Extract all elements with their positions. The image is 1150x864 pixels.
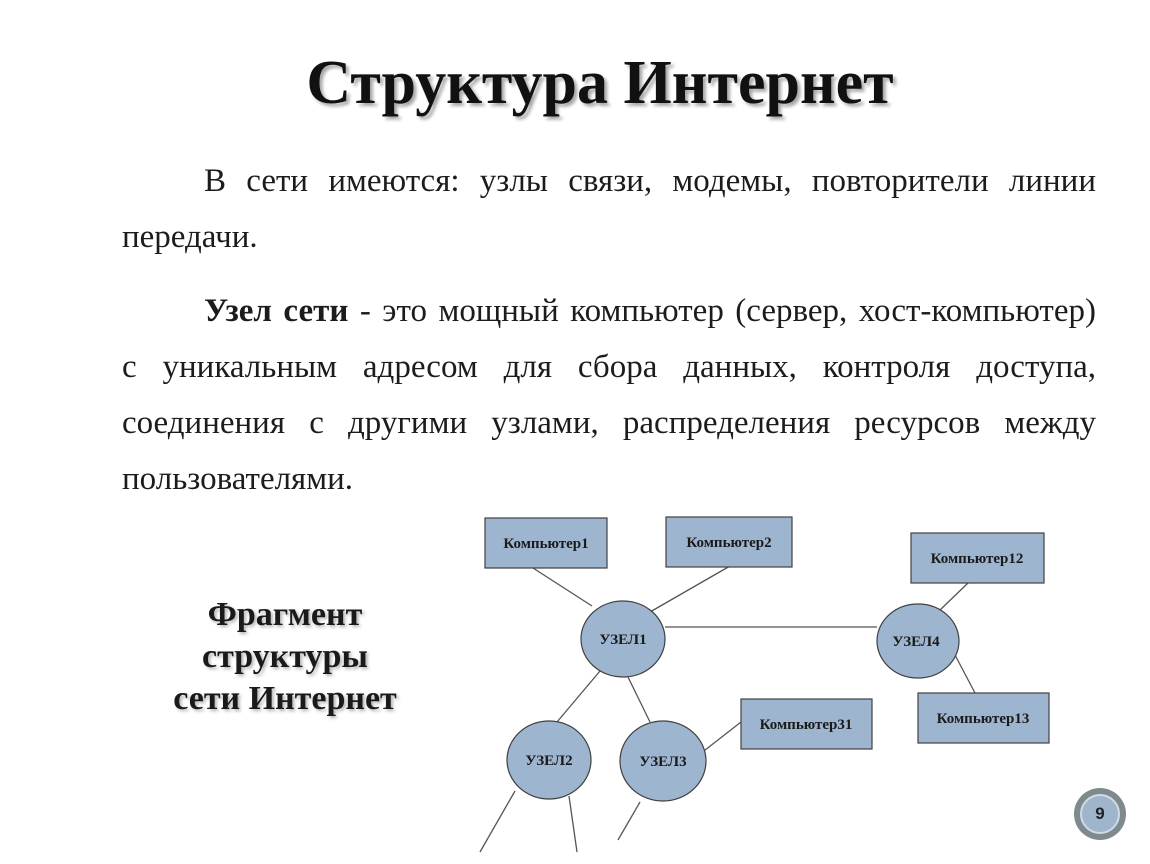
slide-title: Структура Интернет [306, 49, 894, 117]
node-2: УЗЕЛ2 [506, 720, 592, 800]
page-number: 9 [1080, 794, 1120, 834]
caption-line-1: Фрагмент [207, 596, 363, 633]
paragraph-equipment: В сети имеются: узлы связи, модемы, повт… [122, 163, 1096, 255]
link-n2-out-1 [479, 790, 516, 853]
diagram-caption: Фрагмент структуры сети Интернет [145, 594, 425, 720]
link-c13-n4 [954, 654, 976, 694]
paragraph-node-definition: Узел сети - это мощный компьютер (сервер… [122, 283, 1096, 507]
node-4: УЗЕЛ4 [876, 603, 960, 679]
node-1-label: УЗЕЛ1 [599, 632, 646, 648]
computer-box-2: Компьютер2 [665, 516, 793, 568]
page-number-badge: 9 [1074, 788, 1126, 840]
link-c12-n4 [939, 582, 969, 611]
node-4-label: УЗЕЛ4 [892, 634, 940, 650]
computer-box-1-label: Компьютер1 [503, 536, 588, 552]
node-3: УЗЕЛ3 [619, 720, 707, 802]
caption-line-3: сети Интернет [173, 680, 397, 717]
node-2-label: УЗЕЛ2 [525, 753, 572, 769]
computer-box-2-label: Компьютер2 [686, 535, 771, 551]
node-3-label: УЗЕЛ3 [639, 754, 686, 770]
computer-box-31: Компьютер31 [740, 698, 873, 750]
computer-box-31-label: Компьютер31 [760, 717, 853, 733]
computer-box-12-label: Компьютер12 [931, 551, 1024, 567]
caption-line-2: структуры [202, 638, 368, 675]
definition-text: - это мощный компьютер (сервер, хост-ком… [122, 293, 1096, 497]
link-c31-n3 [699, 721, 742, 755]
link-n3-out [617, 801, 641, 841]
link-n1-n3 [627, 676, 651, 723]
term-network-node: Узел сети [204, 293, 349, 329]
link-n2-out-2 [568, 795, 578, 853]
computer-box-13-label: Компьютер13 [937, 711, 1030, 727]
link-c2-n1 [649, 565, 731, 613]
computer-box-1: Компьютер1 [484, 517, 608, 569]
node-1: УЗЕЛ1 [580, 600, 666, 678]
link-n1-n2 [556, 670, 601, 723]
computer-box-13: Компьютер13 [917, 692, 1050, 744]
link-c1-n1 [532, 567, 593, 607]
computer-box-12: Компьютер12 [910, 532, 1045, 584]
connection-lines [479, 565, 976, 853]
